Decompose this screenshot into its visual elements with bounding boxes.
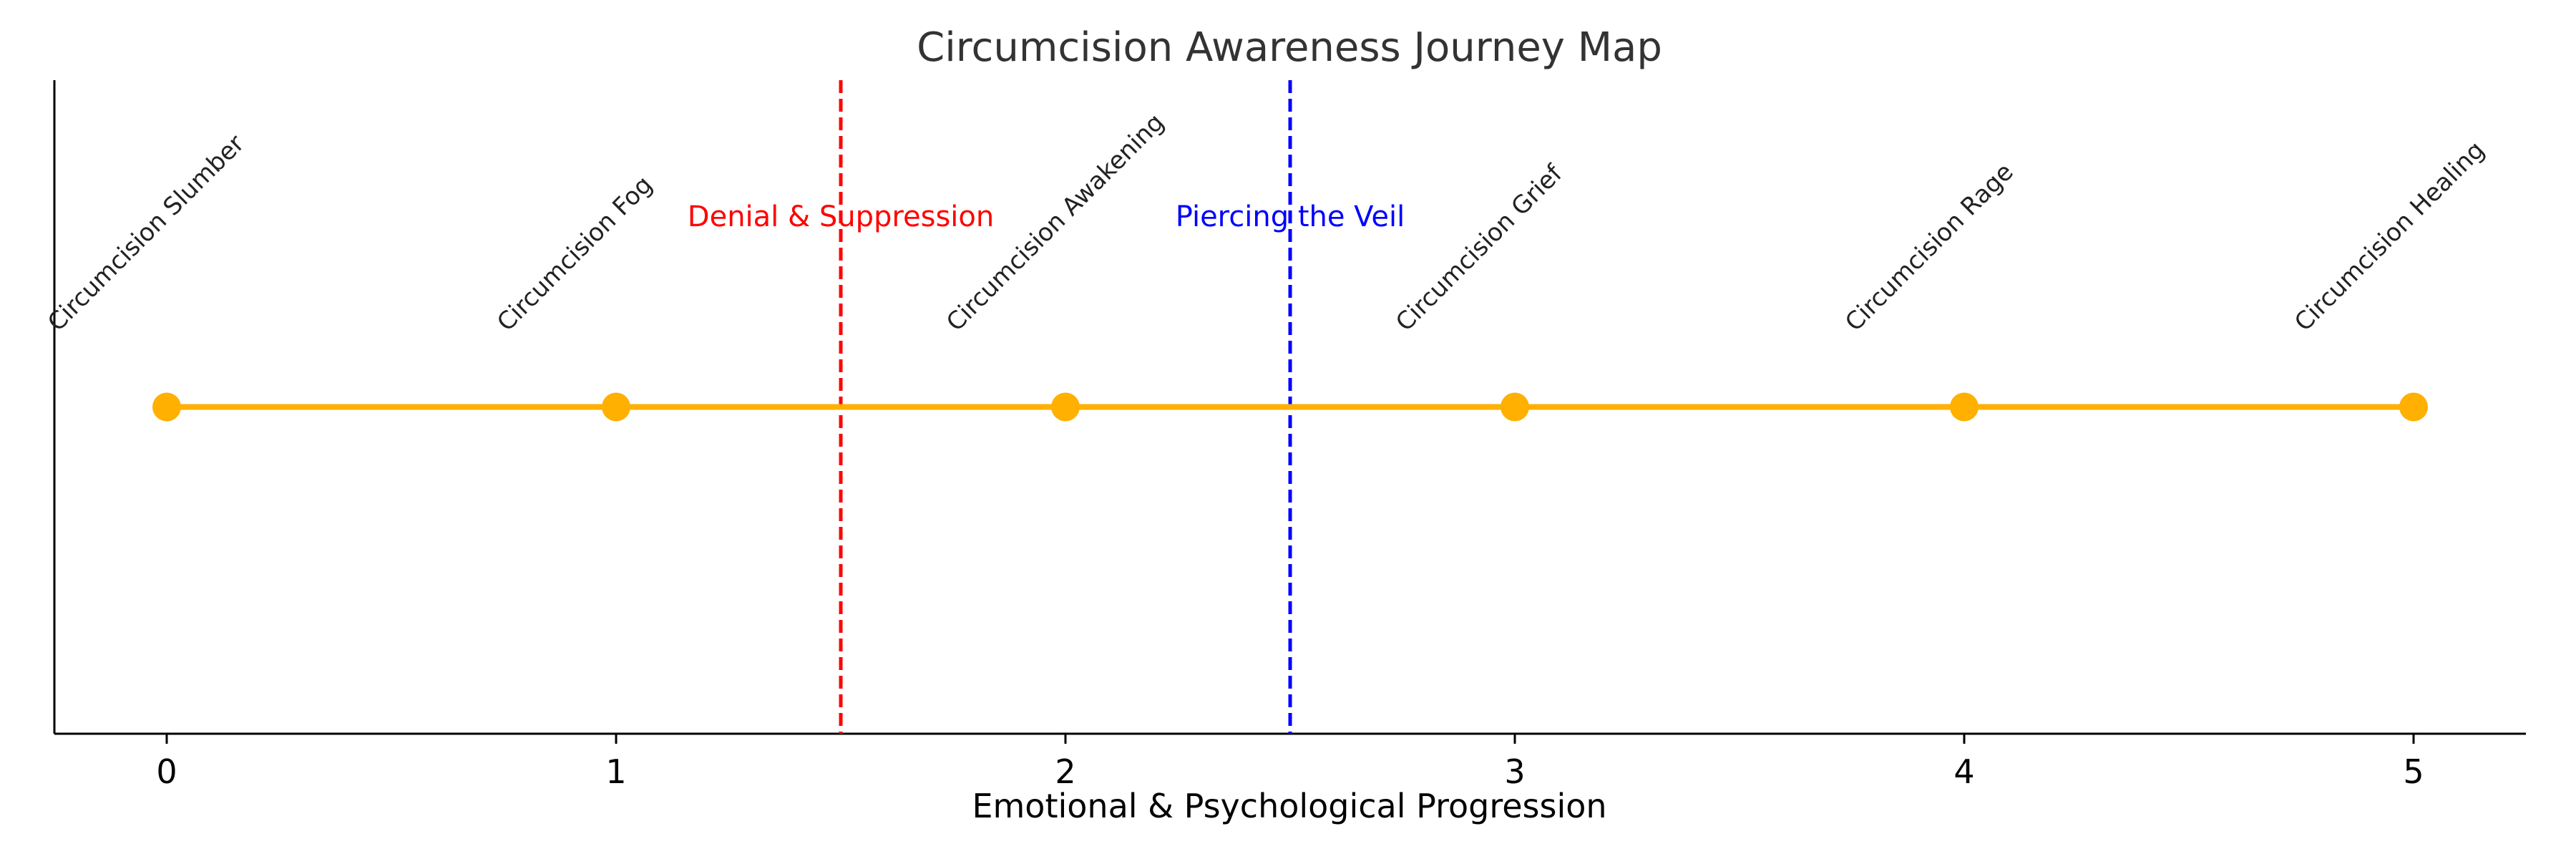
x-tick-label: 5 [2403, 752, 2424, 791]
data-point [152, 392, 181, 422]
data-point [1950, 392, 1979, 422]
x-tick-label: 4 [1953, 752, 1974, 791]
axes: 0 1 2 3 4 5 [53, 80, 2526, 791]
x-tick-label: 2 [1055, 752, 1075, 791]
point-label: Circumcision Slumber [42, 130, 250, 337]
series [152, 392, 2428, 422]
data-point [1051, 392, 1080, 422]
reference-line-label: Piercing the Veil [1176, 200, 1405, 233]
point-label: Circumcision Healing [2289, 136, 2490, 337]
chart-title: Circumcision Awareness Journey Map [917, 24, 1662, 71]
x-tick-label: 0 [156, 752, 177, 791]
x-tick-label: 1 [605, 752, 626, 791]
data-point [1501, 392, 1529, 422]
x-tick-label: 3 [1504, 752, 1525, 791]
data-point [602, 392, 630, 422]
point-label: Circumcision Fog [492, 170, 658, 337]
data-point [2399, 392, 2428, 422]
point-label: Circumcision Rage [1840, 157, 2019, 337]
reference-line-label: Denial & Suppression [688, 200, 994, 233]
point-label: Circumcision Grief [1390, 159, 1568, 337]
x-axis-label: Emotional & Psychological Progression [972, 787, 1606, 825]
